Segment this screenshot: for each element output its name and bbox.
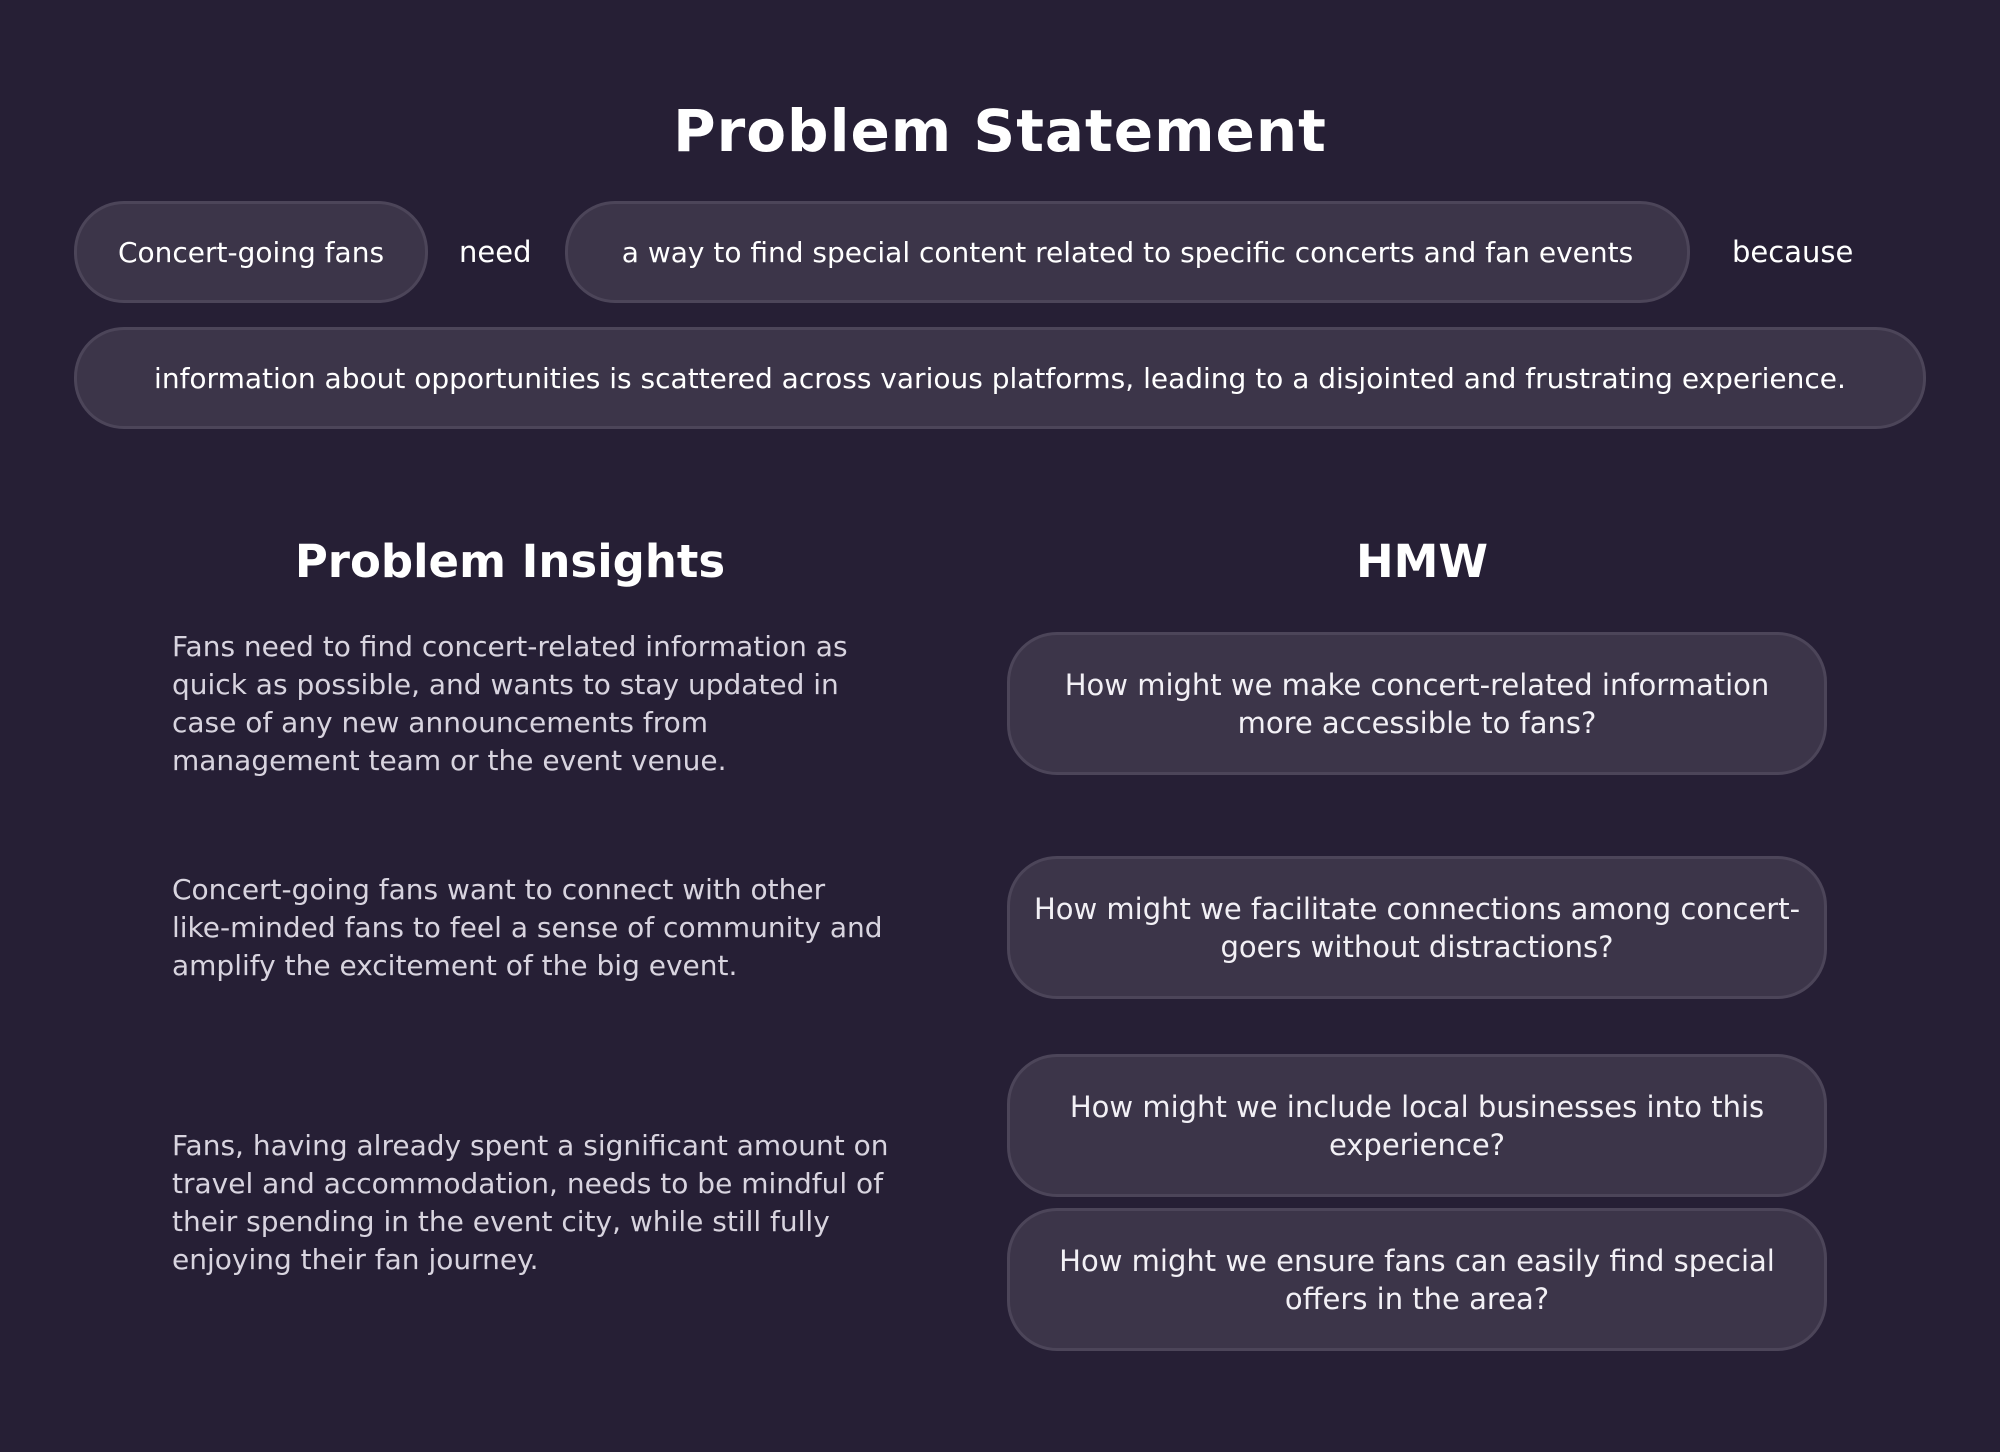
problem-statement-title: Problem Statement: [673, 97, 1327, 165]
what-pill: a way to find special content related to…: [565, 201, 1690, 303]
hmw-card: How might we include local businesses in…: [1007, 1054, 1827, 1197]
hmw-card: How might we ensure fans can easily find…: [1007, 1208, 1827, 1351]
insights-title: Problem Insights: [294, 535, 726, 588]
because-connector: because: [1732, 235, 1854, 269]
hmw-card: How might we make concert-related inform…: [1007, 632, 1827, 775]
why-pill: information about opportunities is scatt…: [74, 327, 1926, 429]
insight-item: Concert-going fans want to connect with …: [172, 873, 883, 982]
hmw-title: HMW: [1355, 535, 1489, 588]
insight-item: Fans, having already spent a significant…: [172, 1129, 889, 1276]
insight-item: Fans need to find concert-related inform…: [172, 630, 848, 777]
need-connector: need: [459, 235, 532, 269]
who-pill: Concert-going fans: [74, 201, 428, 303]
hmw-card: How might we facilitate connections amon…: [1007, 856, 1827, 999]
